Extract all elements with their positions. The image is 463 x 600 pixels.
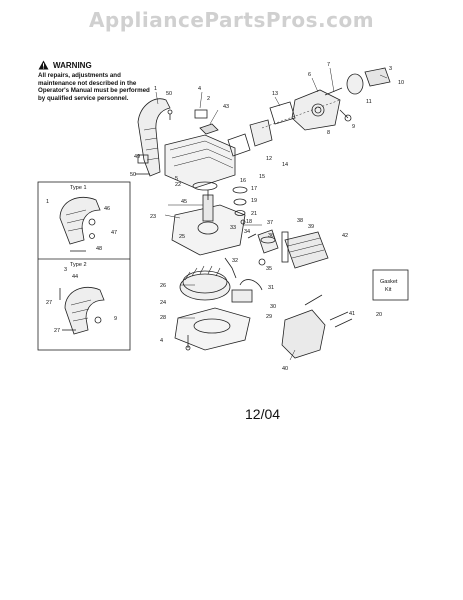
callout-43: 43 <box>223 104 229 110</box>
callout-4: 4 <box>160 338 163 344</box>
callout-38: 38 <box>297 218 303 224</box>
piston-ring-37 <box>260 236 276 244</box>
callout-44: 44 <box>72 274 78 280</box>
callout-33: 33 <box>230 225 236 231</box>
callout-35: 35 <box>266 266 272 272</box>
spark-arrestor-49 <box>137 154 149 164</box>
type2-cover <box>64 286 105 335</box>
callout-3: 3 <box>389 66 392 72</box>
callout-11: 11 <box>366 99 372 105</box>
callout-27: 27 <box>54 328 60 334</box>
callout-6: 6 <box>308 72 311 78</box>
callout-21: 21 <box>251 211 257 217</box>
callout-16: 16 <box>240 178 246 184</box>
warning-block: WARNING All repairs, adjustments and mai… <box>38 60 156 102</box>
callout-48: 48 <box>96 246 102 252</box>
adapter-14 <box>249 119 273 147</box>
gasket-kit-label-line2: Kit <box>385 287 392 293</box>
date-code: 12/04 <box>245 406 281 422</box>
fan-housing-28 <box>174 307 251 351</box>
o-ring-22 <box>192 181 218 191</box>
callout-30: 30 <box>270 304 276 310</box>
callout-37: 37 <box>267 220 273 226</box>
type1-label: Type 1 <box>70 185 87 191</box>
callout-46: 46 <box>104 206 110 212</box>
screw-50-top <box>167 109 173 115</box>
callout-42: 42 <box>342 233 348 239</box>
callout-50: 50 <box>130 172 136 178</box>
flywheel-26 <box>179 273 231 301</box>
warning-title: WARNING <box>53 60 92 70</box>
callout-20: 20 <box>376 312 382 318</box>
callout-8: 8 <box>327 130 330 136</box>
callout-50: 50 <box>166 91 172 97</box>
callout-18: 18 <box>246 219 252 225</box>
pin-34 <box>247 233 257 239</box>
callout-47: 47 <box>111 230 117 236</box>
engine-cover <box>137 98 171 177</box>
callout-31: 31 <box>268 285 274 291</box>
callout-34: 34 <box>244 229 250 235</box>
muffler-5 <box>164 134 236 189</box>
callout-5: 5 <box>175 176 178 182</box>
callout-14: 14 <box>282 162 288 168</box>
spark-plug-32 <box>224 257 237 279</box>
callout-17: 17 <box>251 186 257 192</box>
warning-text: All repairs, adjustments and maintenance… <box>38 72 150 102</box>
spark-plug-boot-31 <box>239 279 263 291</box>
callout-29: 29 <box>266 314 272 320</box>
callout-13: 13 <box>272 91 278 97</box>
callout-41: 41 <box>349 311 355 317</box>
type2-label: Type 2 <box>70 262 87 268</box>
gasket-38 <box>281 231 289 263</box>
muffler-40 <box>281 309 326 359</box>
spacer-15 <box>227 133 251 157</box>
callout-10: 10 <box>398 80 404 86</box>
callout-2: 2 <box>207 96 210 102</box>
callout-4: 4 <box>198 86 201 92</box>
bracket-2 <box>194 109 208 119</box>
callout-36: 36 <box>268 233 274 239</box>
gasket-13 <box>269 101 296 125</box>
callout-24: 24 <box>160 300 166 306</box>
warning-header: WARNING <box>38 60 156 70</box>
bracket-43 <box>199 123 219 135</box>
callout-1: 1 <box>154 86 157 92</box>
callout-9: 9 <box>114 316 117 322</box>
callout-23: 23 <box>150 214 156 220</box>
cylinder-42 <box>284 231 329 269</box>
callout-40: 40 <box>282 366 288 372</box>
carburetor-6 <box>291 89 341 131</box>
air-filter-cover-3 <box>346 73 364 95</box>
gasket-kit-box <box>372 269 409 301</box>
callout-9: 9 <box>352 124 355 130</box>
callout-26: 26 <box>160 283 166 289</box>
callout-15: 15 <box>259 174 265 180</box>
callout-28: 28 <box>160 315 166 321</box>
gasket-kit-label-line1: Gasket <box>380 279 398 285</box>
type-variant-box <box>37 181 131 351</box>
callout-32: 32 <box>232 258 238 264</box>
callout-1: 1 <box>46 199 49 205</box>
watermark: AppliancePartsPros.com <box>88 8 375 32</box>
callout-19: 19 <box>251 198 257 204</box>
piston-36 <box>257 229 279 254</box>
callout-49: 49 <box>134 154 140 160</box>
crankcase-25 <box>171 204 246 256</box>
callout-22: 22 <box>175 182 181 188</box>
air-filter-10 <box>364 67 391 87</box>
callout-39: 39 <box>308 224 314 230</box>
callout-12: 12 <box>266 156 272 162</box>
warning-triangle-icon <box>38 60 49 70</box>
callout-7: 7 <box>327 62 330 68</box>
callout-3: 3 <box>64 267 67 273</box>
ignition-module-30 <box>231 289 253 303</box>
callout-45: 45 <box>181 199 187 205</box>
callout-27: 27 <box>46 300 52 306</box>
callout-25: 25 <box>179 234 185 240</box>
